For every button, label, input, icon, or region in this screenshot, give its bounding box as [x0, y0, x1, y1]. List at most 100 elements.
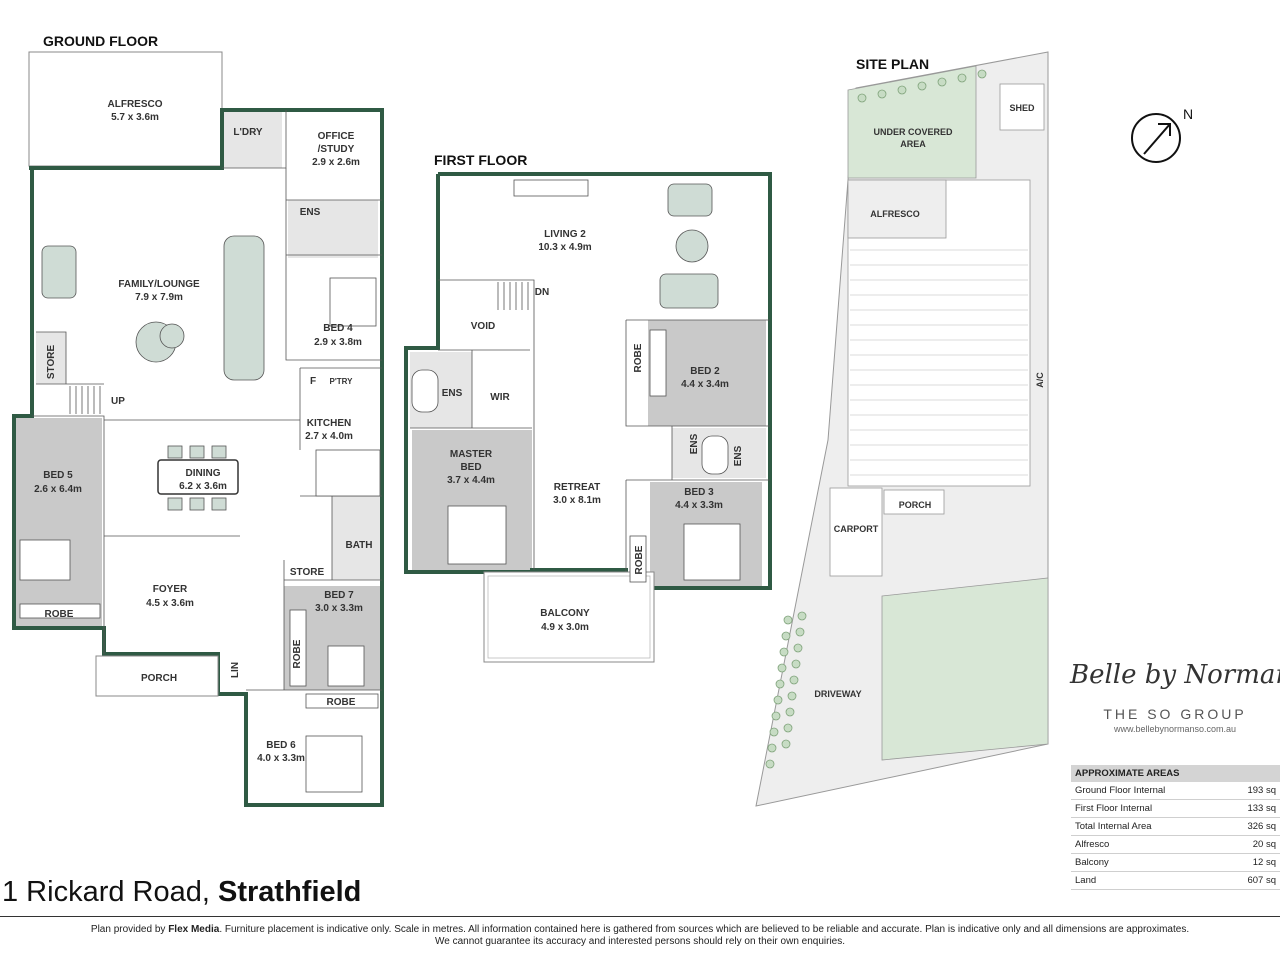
dn-label: DN [535, 287, 549, 298]
area-value: 20 sq [1223, 835, 1280, 854]
bath-fill [332, 496, 380, 580]
bed5-bed [19, 539, 71, 581]
living2-bench [513, 179, 589, 197]
fridge-label: F [310, 376, 316, 387]
dining-table [157, 459, 239, 495]
office-dim: 2.9 x 2.6m [312, 157, 360, 168]
area-value: 607 sq [1223, 871, 1280, 890]
family-label: FAMILY/LOUNGE [118, 279, 200, 290]
living2-sofa-top [667, 183, 713, 217]
pantry-label: P'TRY [330, 377, 354, 386]
bed2-fill [648, 320, 766, 426]
armchair [41, 245, 77, 299]
address-suburb: Strathfield [218, 876, 362, 908]
laundry-fill [222, 112, 282, 168]
bed4-dim: 2.9 x 3.8m [314, 337, 362, 348]
foyer-dim: 4.5 x 3.6m [146, 598, 194, 609]
lin-label: LIN [230, 662, 241, 678]
bed7-label: BED 7 [324, 590, 354, 601]
first-floor-plan: FIRST FLOOR LIVING [404, 152, 772, 663]
side-table [159, 323, 185, 349]
bed6-dim: 4.0 x 3.3m [257, 753, 305, 764]
front-lawn [881, 577, 1049, 761]
site-porch-label: PORCH [899, 500, 932, 510]
brand-group-name: THE SO GROUP [1103, 706, 1247, 722]
north-arrow-icon: N [1131, 106, 1193, 163]
covered-label-1: UNDER COVERED [873, 127, 953, 137]
kitchen-label: KITCHEN [307, 418, 351, 429]
property-address: 1 Rickard Road, Strathfield [2, 876, 361, 909]
retreat-label: RETREAT [554, 482, 600, 493]
bed2-robe [649, 329, 667, 397]
bed3-label: BED 3 [684, 487, 714, 498]
ground-porch-area [95, 655, 219, 697]
robe-bed3-label: ROBE [634, 545, 645, 574]
bed7-robe [289, 609, 307, 687]
ground-outer-wall [12, 108, 384, 807]
ens-bed3-label: ENS [733, 445, 744, 466]
area-value: 326 sq [1223, 817, 1280, 836]
alfresco-label: ALFRESCO [108, 99, 163, 110]
brand-block: Belle by Norman So THE SO GROUP www.bell… [1070, 660, 1280, 734]
footer-line1-rest: . Furniture placement is indicative only… [219, 924, 1190, 935]
bath-label: BATH [345, 540, 372, 551]
bed5-dim: 2.6 x 6.4m [34, 484, 82, 495]
area-label: Ground Floor Internal [1071, 782, 1224, 800]
laundry-label: L'DRY [233, 127, 263, 138]
footer-line-2: We cannot guarantee its accuracy and int… [434, 936, 846, 947]
hedge-trees [765, 69, 987, 769]
robe-bed2-label: ROBE [633, 343, 644, 372]
bed2-bathtub [701, 435, 729, 475]
covered-label-2: AREA [900, 139, 926, 149]
living2-label: LIVING 2 [544, 229, 586, 240]
area-label: Land [1071, 871, 1224, 890]
robe-bed5-label: ROBE [45, 609, 74, 620]
ens-bed2-label: ENS [689, 433, 700, 454]
store-mid-label: STORE [290, 567, 325, 578]
balcony-area [483, 571, 655, 663]
balcony-dim: 4.9 x 3.0m [541, 622, 589, 633]
office-label-1: OFFICE [318, 131, 355, 142]
brand-script-logo: Belle by Norman So [1070, 660, 1280, 690]
up-label: UP [111, 396, 125, 407]
footer-line-1: Plan provided by Flex Media. Furniture p… [0, 924, 1280, 936]
footer-disclaimer: Plan provided by Flex Media. Furniture p… [0, 924, 1280, 948]
first-outer-wall [404, 172, 772, 590]
footer-company: Flex Media [168, 924, 220, 935]
living2-dim: 10.3 x 4.9m [538, 242, 591, 253]
retreat-dim: 3.0 x 8.1m [553, 495, 601, 506]
carport-area [829, 487, 883, 577]
bed5-label: BED 5 [43, 470, 73, 481]
site-plan: SITE PLAN SHED UNDER COVERED [755, 51, 1193, 807]
dining-label: DINING [186, 468, 221, 479]
balcony-label: BALCONY [540, 608, 590, 619]
ac-label: A/C [1035, 372, 1045, 388]
address-street: 1 Rickard Road, [2, 876, 218, 908]
shed-label: SHED [1009, 103, 1035, 113]
office-label-2: /STUDY [318, 144, 355, 155]
bed7-dim: 3.0 x 3.3m [315, 603, 363, 614]
store-left-fill [36, 332, 66, 384]
site-alfresco-area [847, 179, 947, 239]
bed7-bed [327, 645, 365, 687]
bed6-bed [305, 735, 363, 793]
area-label: Balcony [1071, 853, 1224, 872]
lounge-sofa [223, 235, 265, 381]
bed4-label: BED 4 [323, 323, 353, 334]
bed6-robe [305, 693, 379, 709]
ground-floor-heading: GROUND FLOOR [43, 33, 158, 49]
ground-floor-plan: GROUND FLOOR [12, 33, 384, 807]
brand-url: www.bellebynormanso.com.au [1113, 724, 1237, 734]
bed5-robe [19, 603, 101, 619]
area-value: 12 sq [1223, 853, 1280, 872]
master-label-2: BED [460, 462, 481, 473]
shed-area [999, 83, 1045, 131]
alfresco-dim: 5.7 x 3.6m [111, 112, 159, 123]
wir-label: WIR [490, 392, 510, 403]
bed2-label: BED 2 [690, 366, 720, 377]
